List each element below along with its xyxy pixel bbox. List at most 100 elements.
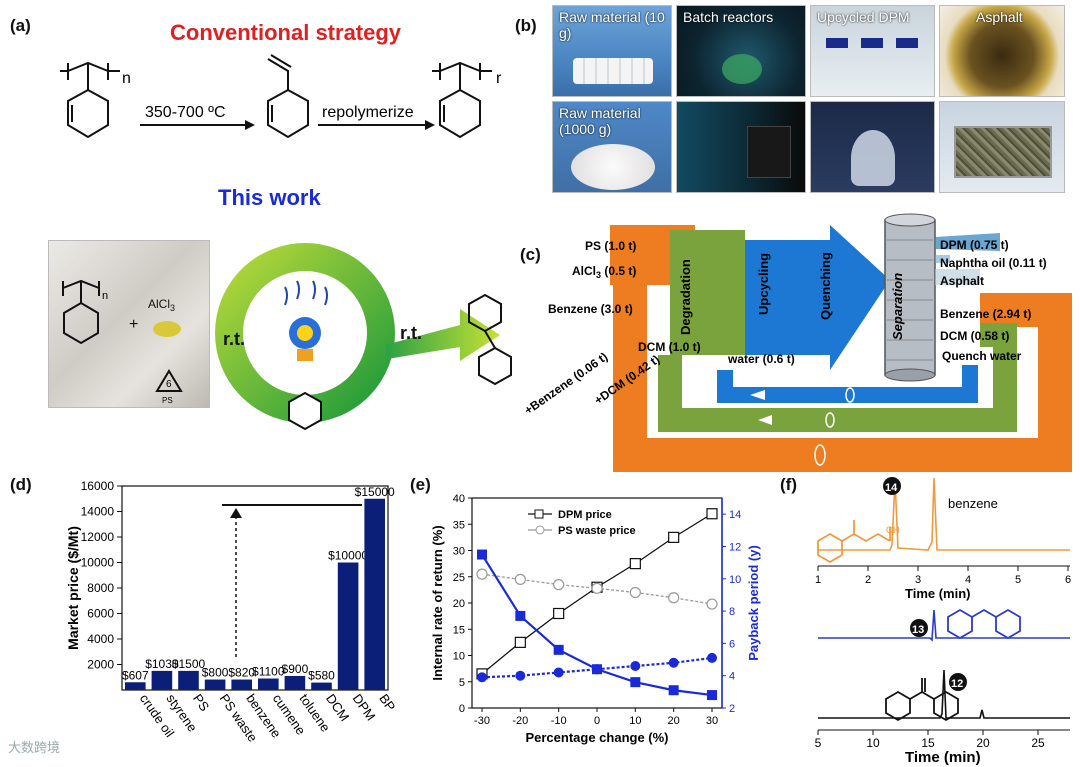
data-point (553, 667, 564, 678)
panel-a: (a) Conventional strategy n 350-700 ºC r… (0, 0, 520, 440)
bot-time-label: Time (min) (905, 749, 981, 766)
compound-12-structure (885, 678, 959, 722)
this-work-title: This work (218, 185, 321, 210)
photo-asphalt-tray (939, 101, 1065, 193)
right-y-axis-label: Payback period (y) (746, 545, 761, 661)
conventional-scheme: n 350-700 ºC repolymerize r (60, 54, 502, 139)
y-tick-label: 10000 (81, 556, 115, 570)
bar (178, 670, 199, 690)
market-price-chart: 200040006000800010000120001400016000Mark… (65, 479, 398, 745)
data-point (668, 531, 680, 543)
left-y-tick-label: 40 (453, 493, 465, 505)
bar-value-label: $820 (228, 666, 255, 680)
dpm-output-band (935, 233, 1000, 251)
styrene-structure (267, 54, 309, 139)
x-tick-label: 4 (965, 574, 971, 586)
photo-reactor-setup (676, 101, 806, 193)
input-ps-label: PS (1.0 t) (585, 239, 636, 253)
data-point (668, 657, 679, 668)
dpm-structure (468, 293, 512, 386)
y-tick-label: 14000 (81, 505, 115, 519)
rt-label-left: r.t. (223, 329, 245, 349)
x-tick-label: 30 (706, 715, 718, 727)
watermark: 大数跨境 (8, 740, 61, 755)
benzene-ring-icon (288, 391, 322, 431)
left-y-axis-label: Internal rate of return (%) (430, 525, 445, 680)
right-y-tick-label: 2 (729, 703, 735, 715)
y-tick-label: 2000 (87, 658, 114, 672)
data-point (553, 644, 564, 655)
y-tick-label: 4000 (87, 632, 114, 646)
y-tick-label: 6000 (87, 607, 114, 621)
bar-value-label: $800 (202, 666, 229, 680)
pump-icons (814, 387, 855, 466)
bar (337, 562, 359, 690)
right-y-tick-label: 14 (729, 509, 741, 521)
x-tick-label: 20 (668, 715, 680, 727)
photo-batch-reactors: Batch reactors (676, 5, 806, 97)
x-tick-label: -10 (551, 715, 567, 727)
alcl3-powder (153, 321, 181, 337)
bar-value-label: $1030 (145, 657, 179, 671)
separation-column (884, 219, 936, 376)
makeup-benzene-label: +Benzene (0.06 t) (522, 350, 611, 418)
bar (284, 675, 306, 690)
recycle-number: 6 (166, 379, 172, 390)
x-tick-label: -20 (512, 715, 528, 727)
photo-asphalt: Asphalt (939, 5, 1065, 97)
data-point (514, 573, 526, 585)
alcl3-label: AlCl3 (148, 297, 175, 313)
category-label: BP (376, 691, 398, 714)
water-input-label: water (0.6 t) (727, 352, 795, 366)
data-point (629, 586, 641, 599)
x-tick-label: 10 (629, 715, 641, 727)
bar-value-label: $1500 (172, 657, 206, 671)
product-dpm-label: DPM (0.75 t) (940, 238, 1009, 252)
overlay-subscript-n: n (102, 290, 108, 302)
left-y-tick-label: 30 (453, 546, 465, 558)
stage-upcycling-label: Upcycling (756, 253, 771, 315)
data-point (707, 652, 717, 663)
category-label: DPM (350, 691, 379, 723)
stage-separation-label: Separation (890, 273, 905, 340)
left-y-tick-label: 35 (453, 519, 465, 531)
recycled-dcm-label: DCM (0.58 t) (940, 329, 1009, 343)
rt-cycle-diagram: r.t. r.t. (215, 243, 500, 431)
lightbulb-icon (284, 280, 328, 361)
data-point (515, 670, 526, 681)
bar (125, 682, 146, 690)
x-tick-label: 2 (865, 574, 871, 586)
panel-a-label: (a) (10, 16, 31, 35)
legend-marker (535, 525, 545, 535)
svg-text:+: + (129, 316, 138, 333)
bar (258, 678, 279, 690)
bar-value-label: $10000 (328, 549, 368, 563)
y-tick-label: 8000 (87, 581, 114, 595)
data-point (592, 664, 602, 675)
bar-value-label: $1100 (252, 665, 285, 679)
rt-arrow (385, 309, 500, 361)
data-point (476, 568, 488, 580)
x-tick-label: 20 (976, 736, 990, 750)
left-y-tick-label: 5 (459, 677, 465, 689)
bar (311, 682, 332, 690)
data-point (477, 672, 487, 683)
panel-b: (b) Raw material (10 g) Batch reactors U… (510, 0, 1080, 200)
legend-label: DPM price (558, 509, 612, 521)
x-tick-label: 1 (815, 574, 821, 586)
conventional-title: Conventional strategy (170, 20, 402, 45)
left-y-tick-label: 25 (453, 572, 465, 584)
panel-e-label: (e) (410, 475, 431, 494)
photo-flask (810, 101, 935, 193)
bar (364, 498, 385, 690)
data-point (630, 677, 641, 688)
caption-raw-material-large: Raw material (1000 g) (559, 105, 641, 137)
left-y-tick-label: 20 (453, 598, 465, 610)
right-y-tick-label: 10 (729, 574, 741, 586)
panel-c: (c) PS (1.0 t) AlCl3 (0.5 t) Benzene (3.… (510, 205, 1080, 475)
x-tick-label: 25 (1031, 736, 1045, 750)
right-y-tick-label: 8 (729, 606, 735, 618)
